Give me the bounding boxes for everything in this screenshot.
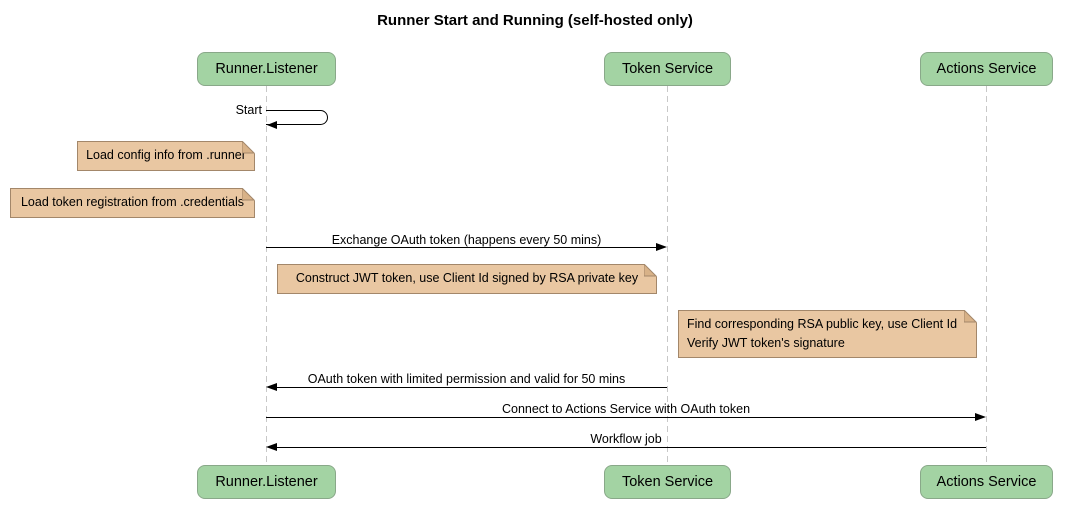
participant-token-service-top: Token Service	[604, 52, 731, 86]
message-workflow-job-label: Workflow job	[590, 432, 662, 446]
note-fold-icon	[242, 141, 255, 154]
message-connect-actions-label: Connect to Actions Service with OAuth to…	[501, 402, 751, 416]
message-connect-actions-line	[266, 416, 977, 418]
note-load-token-registration: Load token registration from .credential…	[10, 188, 255, 218]
message-workflow-job-line	[275, 446, 986, 448]
arrowhead-left-icon	[266, 383, 277, 391]
diagram-title: Runner Start and Running (self-hosted on…	[377, 12, 693, 29]
message-exchange-oauth-line	[266, 246, 658, 248]
arrowhead-right-icon	[656, 243, 667, 251]
participant-runner-listener-top: Runner.Listener	[197, 52, 336, 86]
lifeline-token-service	[667, 86, 668, 465]
note-load-config: Load config info from .runner	[77, 141, 255, 171]
self-message-start-loop	[266, 110, 328, 125]
arrowhead-left-icon	[266, 443, 277, 451]
note-text: Load token registration from .credential…	[20, 195, 245, 210]
arrowhead-right-icon	[975, 413, 986, 421]
participant-actions-service-bottom: Actions Service	[920, 465, 1053, 499]
note-text-line-1: Find corresponding RSA public key, use C…	[687, 316, 958, 331]
note-fold-icon	[242, 188, 255, 201]
participant-label: Token Service	[621, 61, 714, 77]
message-exchange-oauth-label: Exchange OAuth token (happens every 50 m…	[331, 233, 602, 247]
self-message-start-label: Start	[235, 103, 262, 117]
lifeline-runner-listener	[266, 86, 267, 465]
participant-actions-service-top: Actions Service	[920, 52, 1053, 86]
note-verify-jwt: Find corresponding RSA public key, use C…	[678, 310, 977, 358]
note-fold-icon	[964, 310, 977, 323]
participant-runner-listener-bottom: Runner.Listener	[197, 465, 336, 499]
participant-label: Actions Service	[936, 61, 1037, 77]
note-text-line-2: Verify JWT token's signature	[687, 336, 845, 350]
note-construct-jwt: Construct JWT token, use Client Id signe…	[277, 264, 657, 294]
participant-label: Runner.Listener	[215, 61, 318, 77]
note-fold-icon	[644, 264, 657, 277]
arrowhead-left-icon	[267, 121, 277, 129]
participant-token-service-bottom: Token Service	[604, 465, 731, 499]
participant-label: Actions Service	[936, 474, 1037, 490]
lifeline-actions-service	[986, 86, 987, 465]
note-text: Load config info from .runner	[86, 148, 246, 163]
note-text: Construct JWT token, use Client Id signe…	[295, 271, 639, 286]
participant-label: Runner.Listener	[215, 474, 318, 490]
message-oauth-token-line	[275, 386, 667, 388]
participant-label: Token Service	[621, 474, 714, 490]
message-oauth-token-label: OAuth token with limited permission and …	[307, 372, 626, 386]
